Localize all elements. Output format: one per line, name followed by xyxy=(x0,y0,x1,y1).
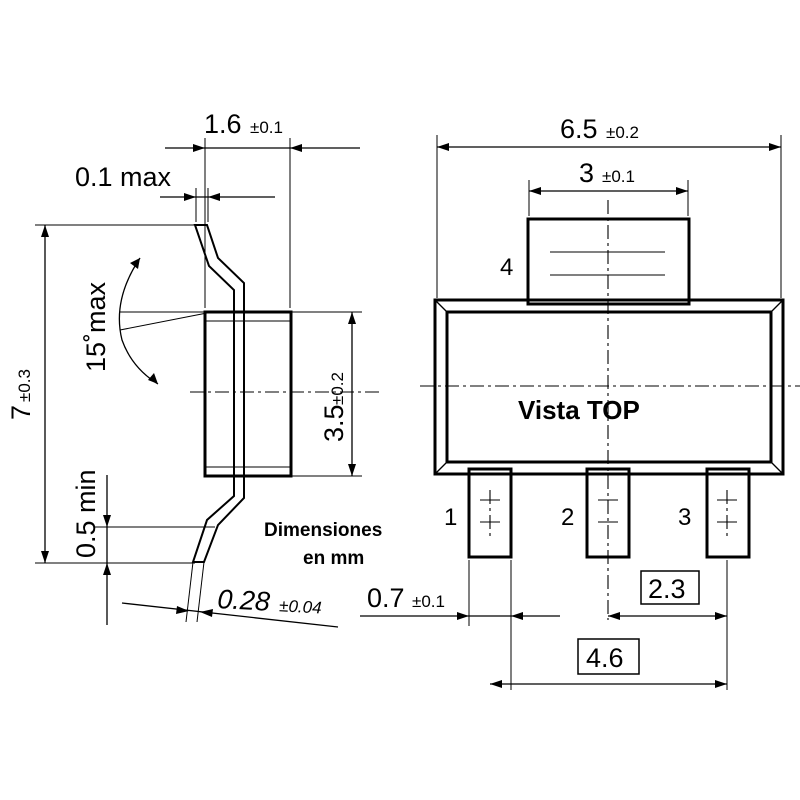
dim-0-5-value: 0.5 min xyxy=(71,469,101,558)
dim-3-tol: ±0.1 xyxy=(602,167,635,186)
side-view: 1.6 ±0.1 0.1 max 7 ±0.3 15˚max xyxy=(6,109,380,628)
pin-label-4: 4 xyxy=(500,254,513,281)
pin-label-1: 1 xyxy=(444,504,457,531)
dim-4-6-box xyxy=(577,638,640,675)
dim-3-5-tol: ±0.2 xyxy=(328,372,347,405)
angle-arc xyxy=(118,257,159,385)
dim-0-28-value: 0.28 xyxy=(217,584,271,617)
pin-label-3: 3 xyxy=(678,504,691,531)
dim-6-5-value: 6.5 xyxy=(560,114,598,144)
dim-2-3-value: 2.3 xyxy=(648,574,686,604)
dim-4-6-value: 4.6 xyxy=(586,643,624,673)
top-view: 4 1 2 3 6.5 ±0.2 3 ±0.1 0.7 ±0.1 2.3 xyxy=(360,114,800,690)
pin-label-2: 2 xyxy=(561,504,574,531)
dim-6-5-tol: ±0.2 xyxy=(606,123,639,142)
angle-value: 15˚max xyxy=(81,281,111,372)
pin-3 xyxy=(705,467,751,559)
dim-3-5-value: 3.5 xyxy=(319,404,349,442)
dim-7-tol: ±0.3 xyxy=(15,369,34,402)
side-lead xyxy=(191,224,245,563)
dim-7-value: 7 xyxy=(6,405,36,420)
units-note-line1: Dimensiones xyxy=(264,520,382,541)
top-body xyxy=(433,298,785,476)
dim-0-7-value: 0.7 xyxy=(367,583,405,613)
dim-1-6-tol: ±0.1 xyxy=(250,118,283,137)
dim-0-28-line xyxy=(121,602,339,628)
dim-1-6-value: 1.6 xyxy=(204,109,242,139)
dim-0-7-tol: ±0.1 xyxy=(412,592,445,611)
dim-3-value: 3 xyxy=(579,158,594,188)
units-note-line2: en mm xyxy=(303,548,364,569)
side-body xyxy=(203,310,293,478)
dim-0-28-tol: ±0.04 xyxy=(279,596,322,617)
dim-0-1-value: 0.1 max xyxy=(75,162,172,192)
top-body-inner xyxy=(445,310,773,464)
dim-2-3-box xyxy=(640,570,700,605)
view-title: Vista TOP xyxy=(518,395,640,425)
pin-1 xyxy=(467,467,513,559)
